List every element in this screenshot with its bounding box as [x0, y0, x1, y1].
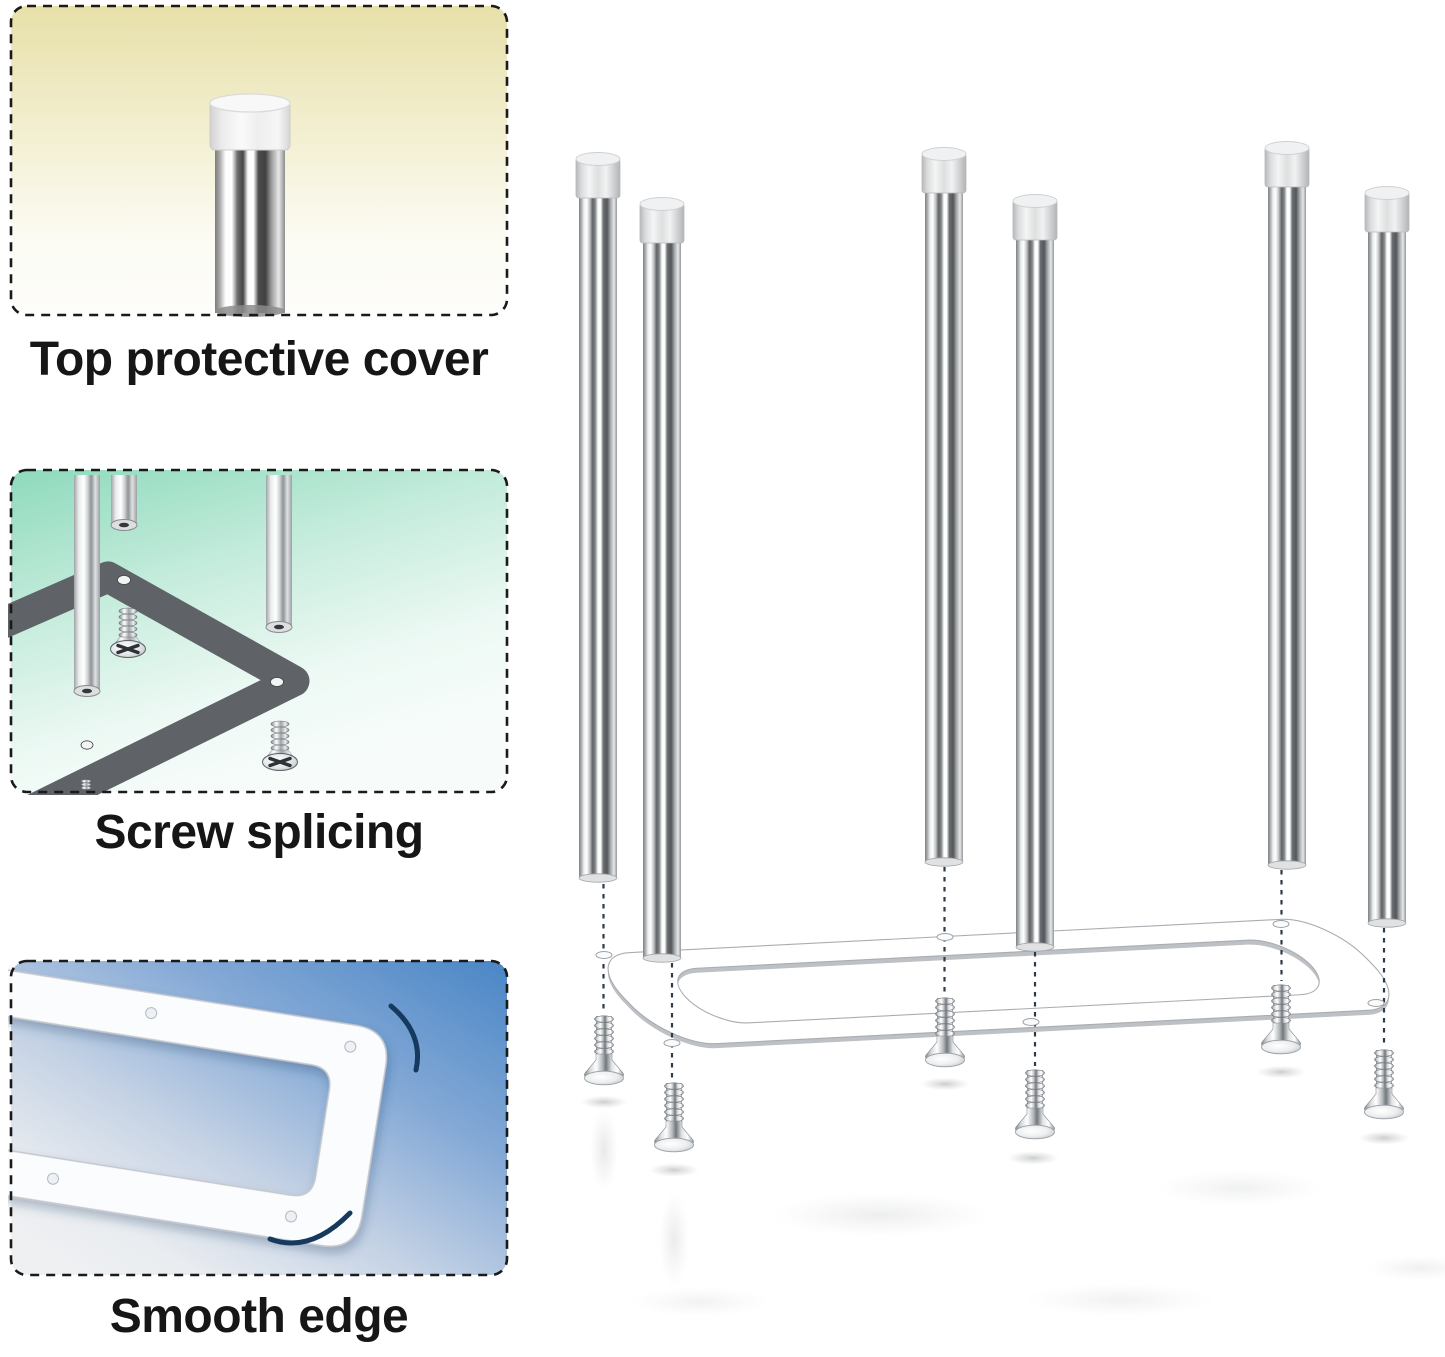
feature-label: Screw splicing	[94, 806, 424, 859]
capped-tube	[209, 93, 291, 317]
smooth-corner-arcs	[267, 1003, 421, 1246]
floor-shadows	[580, 1065, 1445, 1317]
tube	[575, 152, 621, 883]
tube	[921, 147, 967, 867]
feature-label: Top protective cover	[29, 333, 489, 386]
phillips-screws	[80, 607, 298, 790]
screw-splicing-illustration	[8, 468, 509, 795]
tube-ends	[73, 475, 293, 697]
dashed-panel-border	[9, 959, 509, 1277]
assembly-illustration	[540, 141, 1445, 1317]
dashed-panel-border	[9, 4, 509, 317]
top-protective-cover-illustration	[9, 4, 509, 317]
frame-underside-corner	[8, 561, 310, 795]
rounded-corner-frame	[8, 958, 388, 1247]
smooth-edge-illustration	[8, 958, 509, 1277]
feature-card-top-protective-cover: Top protective cover	[8, 3, 510, 385]
rack-tubes	[575, 141, 1410, 963]
tube	[1264, 141, 1310, 870]
feature-card-screw-splicing: Screw splicing	[8, 467, 510, 858]
tube	[1364, 186, 1410, 928]
feature-label: Smooth edge	[109, 1290, 409, 1343]
tube	[1012, 194, 1058, 952]
alignment-dashed-lines	[602, 867, 1386, 1079]
frame-screw-holes	[595, 920, 1385, 1047]
tube	[639, 197, 685, 963]
base-frame	[583, 917, 1414, 1051]
feature-card-smooth-edge: Smooth edge	[8, 958, 510, 1342]
dashed-panel-border	[9, 468, 509, 794]
